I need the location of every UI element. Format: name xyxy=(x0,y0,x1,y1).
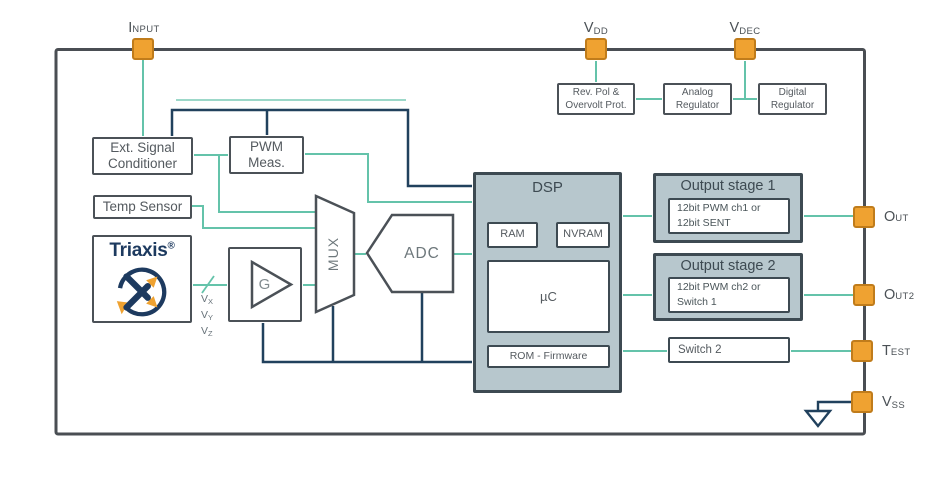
dsp-uc: µC xyxy=(487,260,610,333)
chip-outline xyxy=(54,48,866,436)
block-output-stage-1: Output stage 1 12bit PWM ch1 or 12bit SE… xyxy=(653,173,803,243)
dsp-title: DSP xyxy=(532,179,563,196)
pin-vss xyxy=(851,391,873,413)
triaxis-wordmark: Triaxis® xyxy=(109,240,175,261)
adc-label: ADC xyxy=(404,245,440,262)
dsp-rom: ROM - Firmware xyxy=(487,345,610,368)
pin-vdd xyxy=(585,38,607,60)
temp-sensor-label: Temp Sensor xyxy=(102,198,183,214)
mux-label: MUX xyxy=(325,236,341,272)
triaxis-logo-icon xyxy=(116,267,167,317)
block-temp-sensor: Temp Sensor xyxy=(93,195,192,219)
bus-slash xyxy=(201,275,215,294)
signal-vy: VY xyxy=(201,309,214,322)
dsp-ram: RAM xyxy=(487,222,538,248)
block-dsp: DSP RAM NVRAM µC ROM - Firmware xyxy=(473,172,622,393)
block-analog-regulator: Analog Regulator xyxy=(663,83,732,115)
adc-shape xyxy=(365,213,455,294)
output-stage-2-mode: 12bit PWM ch2 or Switch 1 xyxy=(668,277,790,313)
teal-wires xyxy=(142,60,853,352)
gain-triangle xyxy=(250,259,294,310)
signal-vx: VX xyxy=(201,293,214,306)
block-digital-regulator: Digital Regulator xyxy=(758,83,827,115)
pin-input xyxy=(132,38,154,60)
block-pwm-meas: PWM Meas. xyxy=(229,136,304,174)
pin-label-vdec: VDEC xyxy=(729,20,761,37)
block-rev-pol: Rev. Pol & Overvolt Prot. xyxy=(557,83,635,115)
mux-shape xyxy=(314,194,356,314)
block-ext-signal-conditioner: Ext. Signal Conditioner xyxy=(92,137,193,175)
pin-label-vdd: VDD xyxy=(583,20,609,37)
ext-signal-conditioner-line1: Ext. Signal xyxy=(110,139,175,155)
pins xyxy=(132,38,875,413)
signal-vz: VZ xyxy=(201,325,213,338)
block-gain-amp: G xyxy=(228,247,302,322)
output-stage-2-title: Output stage 2 xyxy=(680,258,776,274)
gain-label: G xyxy=(258,276,272,293)
block-output-stage-2: Output stage 2 12bit PWM ch2 or Switch 1 xyxy=(653,253,803,321)
pin-label-out2: OUT2 xyxy=(884,287,915,303)
output-stage-1-mode: 12bit PWM ch1 or 12bit SENT xyxy=(668,198,790,234)
pin-label-vss: VSS xyxy=(882,394,906,411)
block-switch2: Switch 2 xyxy=(668,337,790,363)
pwm-meas-line1: PWM xyxy=(250,138,283,154)
ext-signal-conditioner-line2: Conditioner xyxy=(107,156,178,171)
pwm-meas-line2: Meas. xyxy=(248,155,285,170)
pin-out2 xyxy=(853,284,875,306)
pin-test xyxy=(851,340,873,362)
dsp-nvram: NVRAM xyxy=(556,222,610,248)
pin-label-out: OUT xyxy=(884,209,909,225)
output-stage-1-title: Output stage 1 xyxy=(680,178,776,194)
ground-icon xyxy=(803,400,852,428)
pin-label-test: TEST xyxy=(882,343,911,359)
pin-label-input: INPUT xyxy=(128,20,160,36)
block-triaxis: Triaxis® xyxy=(92,235,192,323)
navy-wires xyxy=(170,108,472,364)
pin-out xyxy=(853,206,875,228)
pin-vdec xyxy=(734,38,756,60)
